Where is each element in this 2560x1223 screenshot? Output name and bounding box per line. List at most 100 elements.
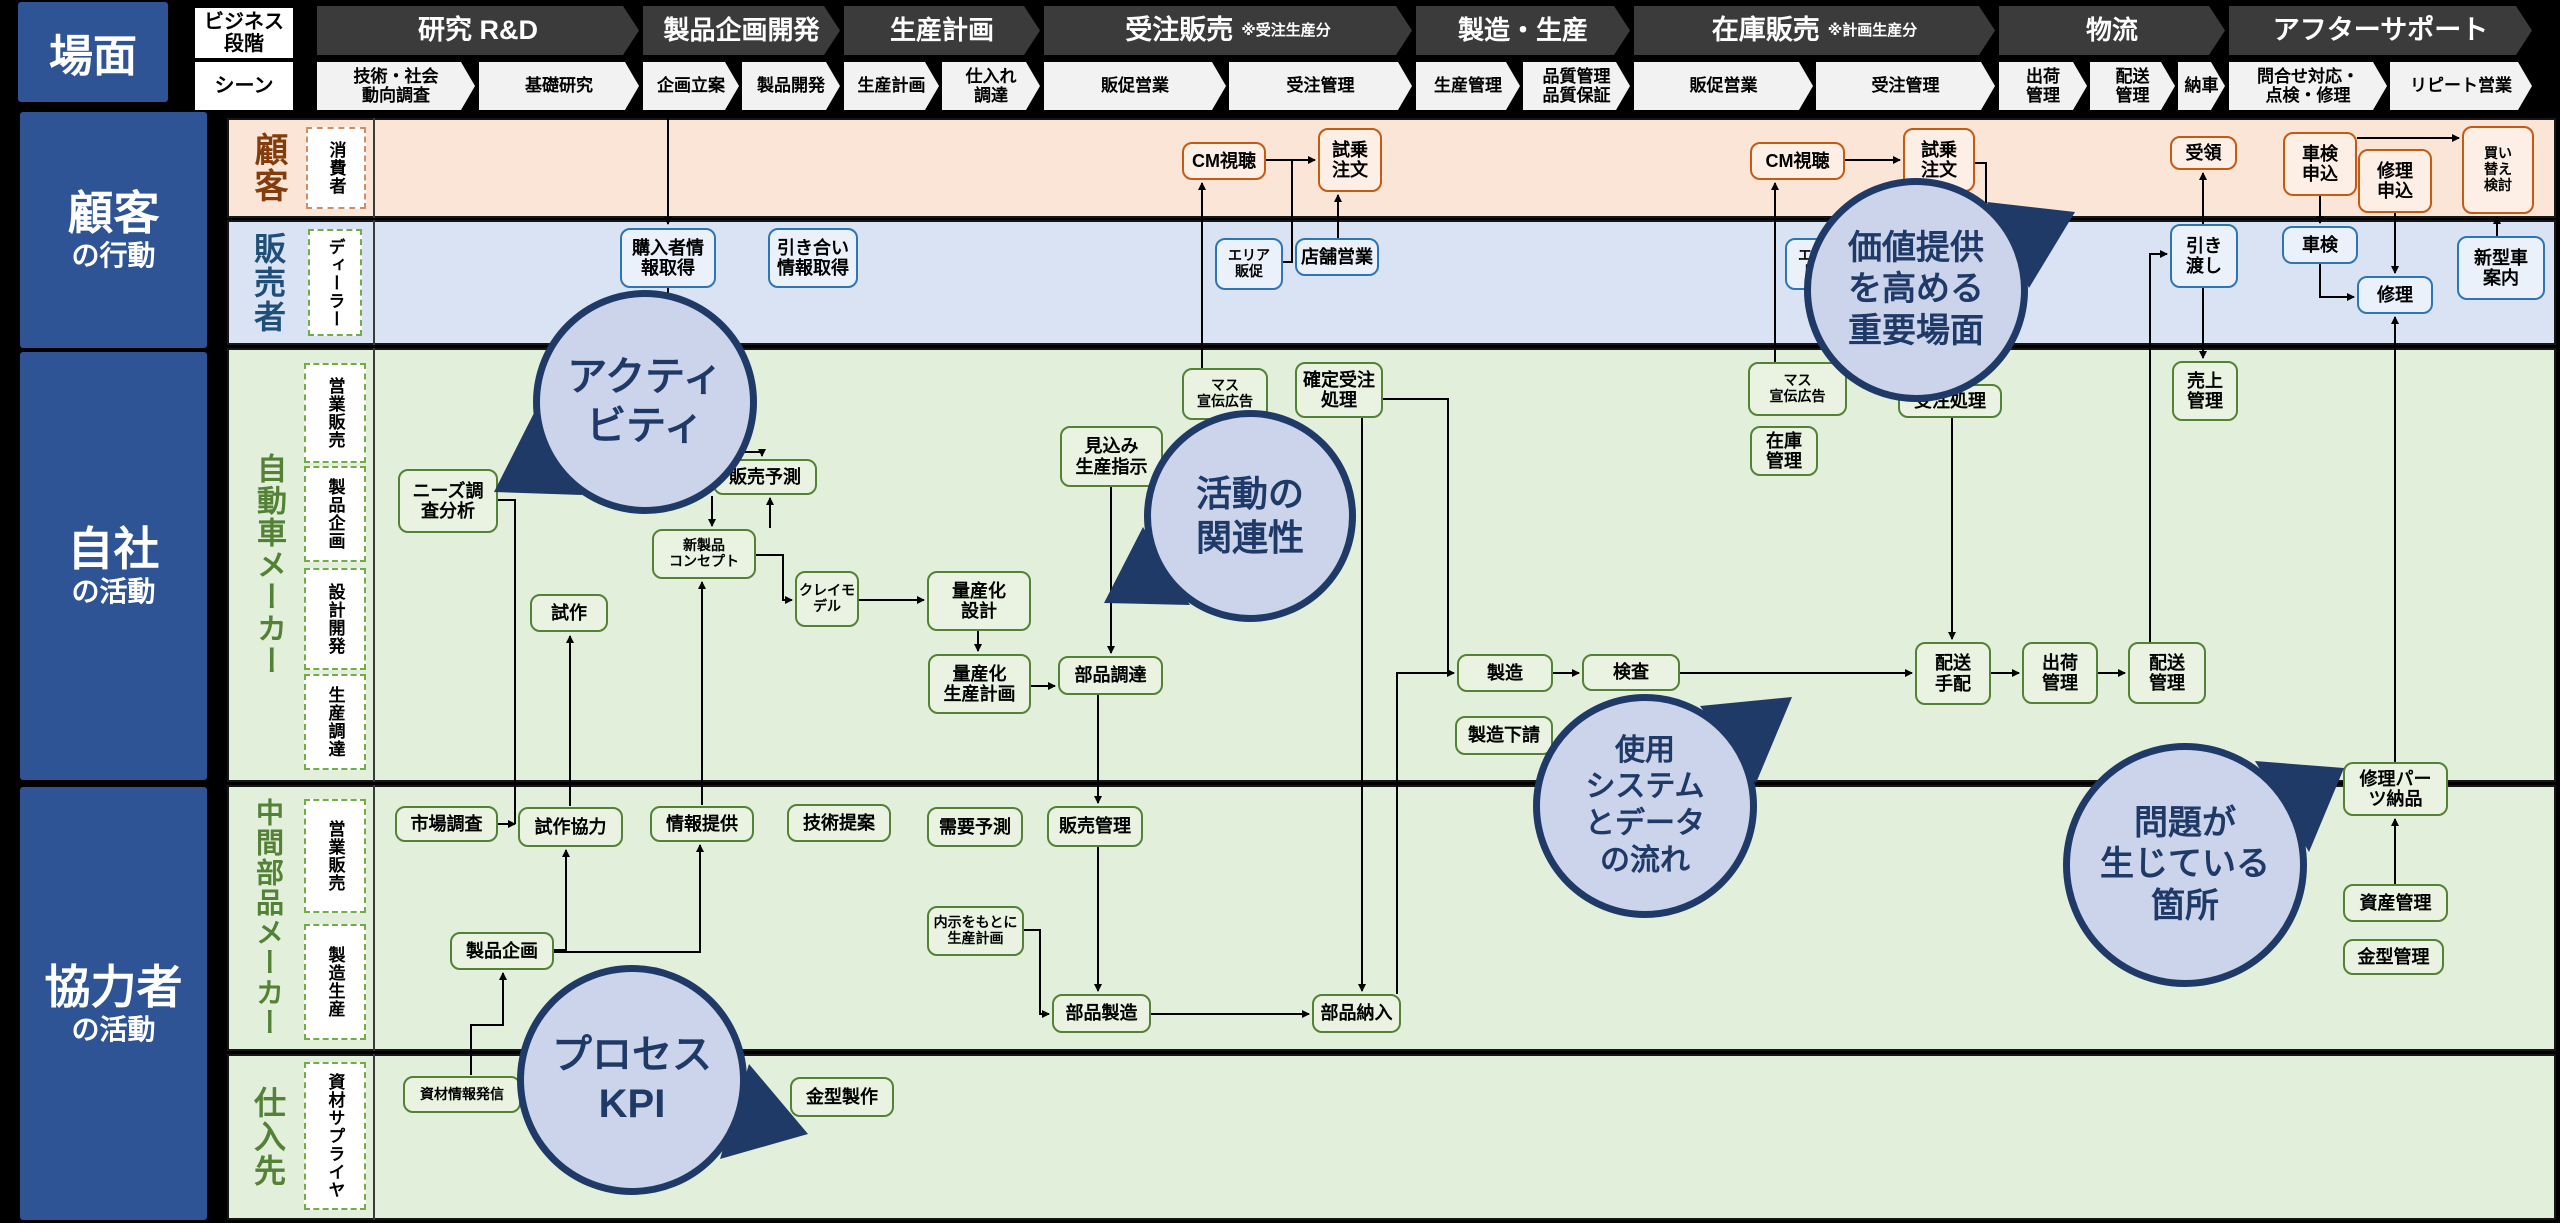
scene-6-1: 販促営業 xyxy=(1634,62,1813,110)
scene-2-1: 企画立案 xyxy=(643,62,739,110)
stage-label: 研究 R&D xyxy=(418,15,538,46)
node-material-info-dispatch: 資材情報発信 xyxy=(403,1076,521,1113)
stage-label: 物流 xyxy=(2085,14,2138,45)
node-repair-request: 修理 申込 xyxy=(2358,149,2432,213)
actor-auto-maker-2: 製品企画 xyxy=(304,466,366,562)
stage-5: 製造・生産 xyxy=(1416,6,1630,55)
group-main-label: 協力者 xyxy=(44,960,183,1013)
actor-parts-maker-2: 製造生産 xyxy=(304,924,366,1040)
node-cm-viewing-1: CM視聴 xyxy=(1182,142,1266,180)
node-tech-proposal: 技術提案 xyxy=(787,804,891,842)
scene-8-2: リピート営業 xyxy=(2390,62,2532,110)
node-inquiry-info-acquisition: 引き合い 情報取得 xyxy=(768,228,858,288)
node-handover: 引き 渡し xyxy=(2170,224,2238,288)
lane-title-parts-maker: 中間部品メーカー xyxy=(253,798,284,1038)
group-sub-label: の活動 xyxy=(71,1013,156,1045)
actor-dealer-1: ディーラー xyxy=(308,229,362,336)
node-mass-production-plan: 量産化 生産計画 xyxy=(928,654,1031,714)
node-vehicle-inspection: 車検 xyxy=(2282,226,2358,264)
node-market-research: 市場調査 xyxy=(395,806,498,842)
stage-3: 生産計画 xyxy=(844,6,1040,55)
group-customer-actions: 顧客の行動 xyxy=(20,112,207,348)
scene-4-1: 販促営業 xyxy=(1044,62,1226,110)
scene-1-1: 技術・社会 動向調査 xyxy=(317,62,475,110)
stage-label: 製造・生産 xyxy=(1457,14,1588,45)
node-area-promotion-1: エリア 販促 xyxy=(1215,238,1283,290)
actor-parts-maker-1: 営業販売 xyxy=(304,799,366,913)
group-company-activities: 自社の活動 xyxy=(20,352,207,780)
node-mold-making: 金型製作 xyxy=(790,1077,894,1117)
scene-7-3: 納車 xyxy=(2178,62,2225,110)
stage-8: アフターサポート xyxy=(2229,6,2532,55)
scene-8-1: 問合せ対応・ 点検・修理 xyxy=(2229,62,2387,110)
node-inspection-request: 車検 申込 xyxy=(2283,132,2357,196)
group-main-label: 顧客 xyxy=(67,187,160,240)
node-revenue-management: 売上 管理 xyxy=(2172,361,2238,421)
node-sales-management: 販売管理 xyxy=(1047,806,1143,847)
node-parts-delivery: 部品納入 xyxy=(1312,994,1401,1033)
actor-auto-maker-4: 生産調達 xyxy=(304,674,366,770)
scene-2-2: 製品開発 xyxy=(742,62,840,110)
node-prototype-cooperation: 試作協力 xyxy=(518,807,623,847)
lane-band-customer xyxy=(227,118,2556,218)
stage-7: 物流 xyxy=(1999,6,2225,55)
lane-label-cell-parts-maker xyxy=(227,785,375,1051)
node-informal-production-plan: 内示をもとに 生産計画 xyxy=(927,906,1024,956)
stage-label: 製品企画開発 xyxy=(663,14,820,45)
node-inventory-management: 在庫 管理 xyxy=(1750,426,1818,476)
stage-1: 研究 R&D xyxy=(317,6,639,55)
node-store-sales: 店舗営業 xyxy=(1295,238,1379,276)
group-sub-label: の活動 xyxy=(71,576,156,608)
lane-label-cell-auto-maker xyxy=(227,348,375,782)
actor-customer-1: 消費者 xyxy=(306,127,366,209)
business-stage-row-label: ビジネス 段階 xyxy=(195,8,293,58)
bubble-key-value-scenes: 価値提供 を高める 重要場面 xyxy=(1804,178,2028,402)
actor-auto-maker-1: 営業販売 xyxy=(304,363,366,463)
lane-label-cell-supplier xyxy=(227,1054,375,1220)
actor-auto-maker-3: 設計開発 xyxy=(304,568,366,670)
node-parts-manufacturing: 部品製造 xyxy=(1052,994,1151,1033)
stage-note: ※受注生産分 xyxy=(1241,21,1331,39)
scene-7-2: 配送 管理 xyxy=(2090,62,2175,110)
lane-label-cell-dealer xyxy=(227,220,375,345)
node-new-product-concept: 新製品 コンセプト xyxy=(652,529,756,579)
scene-7-1: 出荷 管理 xyxy=(1999,62,2087,110)
stage-label: 受注販売 xyxy=(1125,15,1234,46)
scene-row-label: シーン xyxy=(195,62,293,110)
node-repair: 修理 xyxy=(2357,276,2433,314)
lane-title-auto-maker: 自動車メーカー xyxy=(252,453,285,677)
scene-4-2: 受注管理 xyxy=(1229,62,1412,110)
node-test-drive-order-1: 試乗 注文 xyxy=(1318,128,1382,192)
node-manufacturing: 製造 xyxy=(1457,654,1553,692)
stage-label: アフターサポート xyxy=(2272,15,2489,46)
node-shipping-management: 出荷 管理 xyxy=(2022,642,2098,704)
node-delivery-arrangement: 配送 手配 xyxy=(1915,642,1991,705)
node-clay-model: クレイモ デル xyxy=(795,571,859,627)
stage-note: ※計画生産分 xyxy=(1827,21,1918,39)
node-product-planning: 製品企画 xyxy=(450,932,554,970)
node-manufacturing-subcontract: 製造下請 xyxy=(1455,716,1553,755)
node-receipt: 受領 xyxy=(2170,136,2237,170)
node-mass-production-design: 量産化 設計 xyxy=(927,571,1031,631)
node-info-provision: 情報提供 xyxy=(650,806,754,842)
stage-label: 在庫販売 xyxy=(1711,15,1820,46)
node-replacement-consideration: 買い 替え 検討 xyxy=(2462,126,2534,214)
group-sub-label: の行動 xyxy=(71,240,156,272)
actor-supplier-1: 資材サプライヤ xyxy=(304,1062,366,1210)
stage-label: 生産計画 xyxy=(889,14,994,45)
bubble-problem-areas: 問題が 生じている 箇所 xyxy=(2063,743,2307,987)
group-main-label: 自社 xyxy=(67,523,160,576)
node-new-model-guide: 新型車 案内 xyxy=(2457,236,2545,300)
node-prototype: 試作 xyxy=(530,594,608,632)
corner-scene-label: 場面 xyxy=(18,2,168,102)
node-buyer-info-acquisition: 購入者情 報取得 xyxy=(620,228,716,288)
bubble-activity-relations: 活動の 関連性 xyxy=(1144,410,1356,622)
node-demand-forecast: 需要予測 xyxy=(927,807,1023,847)
node-sales-forecast: 販売予測 xyxy=(713,459,817,495)
scene-6-2: 受注管理 xyxy=(1816,62,1995,110)
lane-title-supplier: 仕入先 xyxy=(250,1086,286,1188)
lane-title-dealer: 販売者 xyxy=(250,231,286,334)
stage-4: 受注販売 ※受注生産分 xyxy=(1044,6,1412,55)
scene-5-2: 品質管理 品質保証 xyxy=(1523,62,1630,110)
